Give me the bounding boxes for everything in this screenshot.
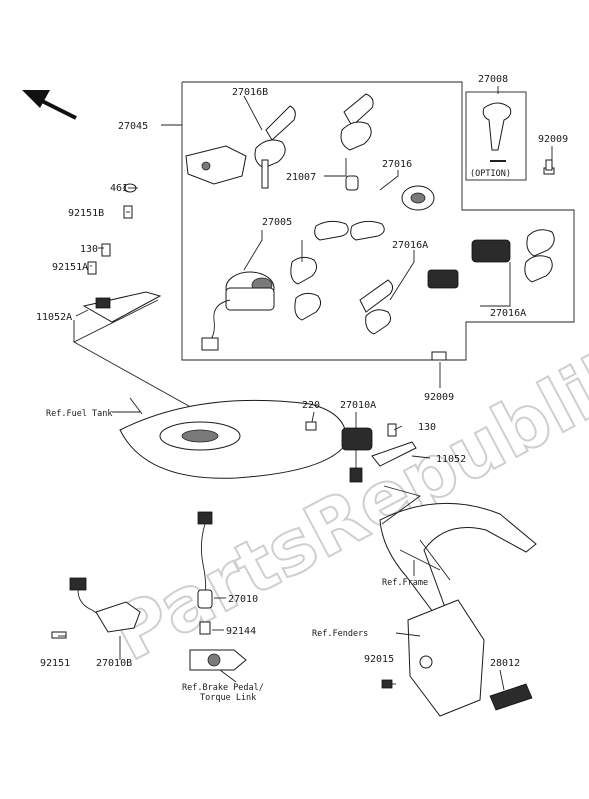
label-ref-brake-1: Ref.Brake Pedal/	[182, 683, 264, 693]
label-27010B: 27010B	[96, 658, 132, 669]
label-ref-brake-2: Torque Link	[200, 693, 256, 703]
label-ref-fenders: Ref.Fenders	[312, 629, 368, 639]
key-set-27016A-center	[359, 269, 459, 335]
label-130-b: 130	[418, 422, 436, 433]
bolt-130a	[101, 243, 111, 257]
switch-27010A	[305, 421, 417, 483]
bolt-92009-bottom	[431, 351, 447, 361]
label-27008: 27008	[478, 74, 508, 85]
label-28012: 28012	[490, 658, 520, 669]
label-11052A: 11052A	[36, 312, 72, 323]
key-set-27016B	[254, 105, 296, 189]
label-27016A-a: 27016A	[392, 240, 428, 251]
label-ref-fuel-tank: Ref.Fuel Tank	[46, 409, 113, 419]
brake-bracket	[189, 649, 247, 671]
label-220: 220	[302, 400, 320, 411]
label-27010A: 27010A	[340, 400, 376, 411]
label-92009-a: 92009	[538, 134, 568, 145]
label-27016A-b: 27016A	[490, 308, 526, 319]
label-21007: 21007	[286, 172, 316, 183]
key-set-27016A-right	[471, 229, 555, 283]
key-set-21007	[314, 93, 435, 241]
option-label: (OPTION)	[470, 169, 511, 179]
label-92015: 92015	[364, 654, 394, 665]
bracket-27016B	[185, 145, 247, 185]
watermark: PartsRepublik	[98, 327, 589, 678]
reflector-28012	[489, 683, 533, 711]
bolt-92009-top	[543, 159, 555, 175]
label-27016B: 27016B	[232, 87, 268, 98]
fender-bracket	[381, 599, 485, 717]
group-bracket-27045	[161, 81, 575, 361]
frame	[379, 502, 537, 617]
leader-lines	[58, 86, 553, 691]
label-92151: 92151	[40, 658, 70, 669]
label-92151B: 92151B	[68, 208, 104, 219]
bolt-92151A	[87, 261, 97, 275]
switch-27010B	[51, 577, 141, 639]
label-27016: 27016	[382, 159, 412, 170]
arrow-up-left-icon	[22, 90, 77, 120]
label-11052: 11052	[436, 454, 466, 465]
label-ref-frame: Ref.Frame	[382, 578, 428, 588]
fuel-tank	[119, 397, 347, 479]
label-27045: 27045	[118, 121, 148, 132]
label-130-a: 130	[80, 244, 98, 255]
label-92151A: 92151A	[52, 262, 88, 273]
bracket-11052A	[82, 291, 162, 323]
label-92009-b: 92009	[424, 392, 454, 403]
label-461: 461	[110, 183, 128, 194]
ignition-switch-27005	[201, 256, 322, 351]
sensor-27010	[197, 511, 213, 635]
label-27005: 27005	[262, 217, 292, 228]
label-92144: 92144	[226, 626, 256, 637]
label-27010: 27010	[228, 594, 258, 605]
option-key-box: (OPTION)	[465, 91, 527, 181]
